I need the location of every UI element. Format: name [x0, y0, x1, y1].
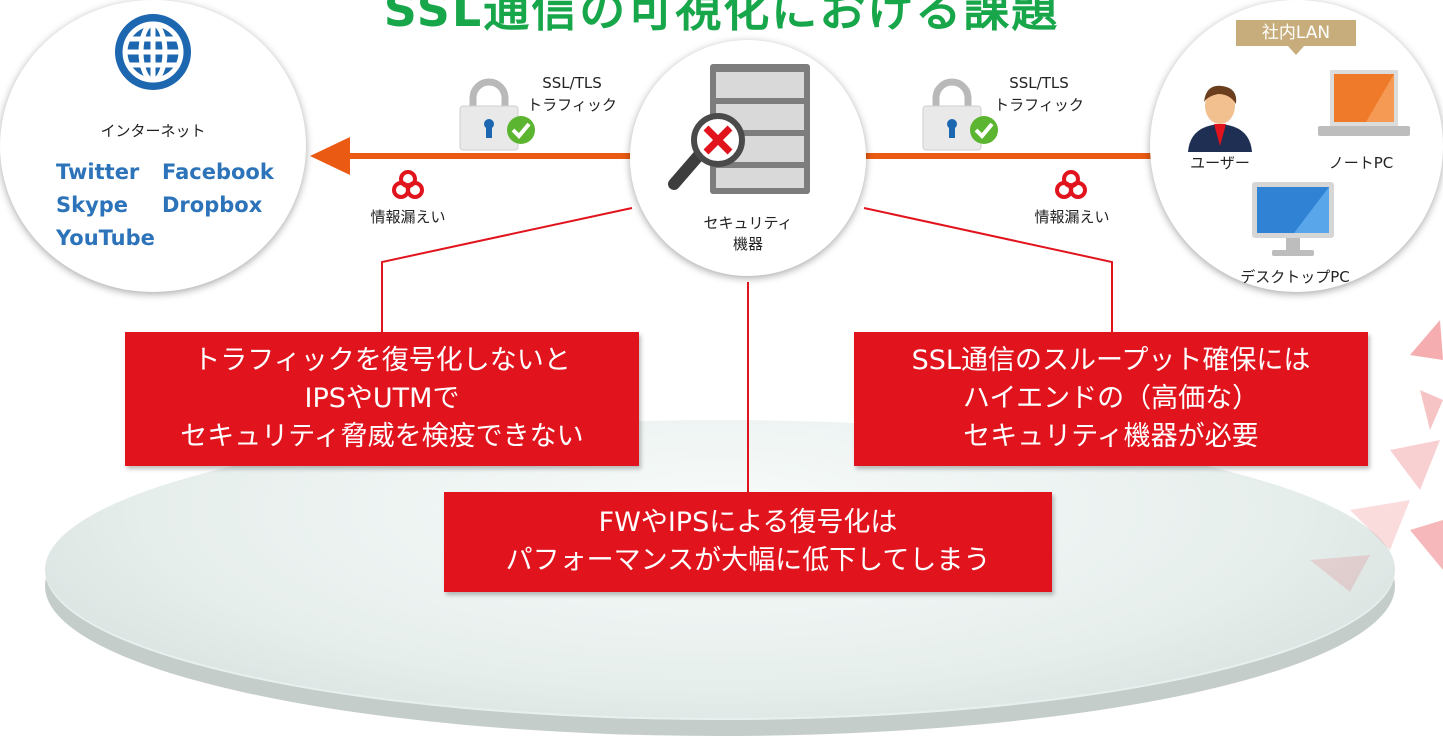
laptop-label: ノートPC: [1328, 154, 1394, 172]
lan-badge: 社内LAN: [1236, 20, 1356, 46]
security-device-label-1: セキュリティ: [703, 214, 793, 232]
service-facebook: Facebook: [162, 160, 274, 184]
server-icon: [710, 64, 810, 194]
left-traffic-label-2: トラフィック: [527, 96, 617, 114]
problem-bottom-line-1: FWやIPSによる復号化は: [598, 507, 898, 538]
problem-right-line-2: ハイエンドの（高価な）: [962, 383, 1260, 414]
laptop-icon: [1318, 70, 1410, 136]
left-arrowhead-icon: [310, 137, 350, 175]
problem-left-line-2: IPSやUTMで: [304, 383, 460, 414]
problem-right-line-3: セキュリティ機器が必要: [963, 421, 1259, 452]
problem-box-left: トラフィックを復号化しないと IPSやUTMで セキュリティ脅威を検疫できない: [125, 332, 639, 466]
security-device-label-2: 機器: [732, 235, 763, 253]
service-twitter: Twitter: [56, 160, 140, 184]
problem-left-line-1: トラフィックを復号化しないと: [193, 345, 571, 376]
desktop-pc-icon: [1252, 182, 1334, 256]
internet-label: インターネット: [100, 122, 206, 140]
internet-circle: インターネット Twitter Facebook Skype Dropbox Y…: [0, 0, 306, 292]
globe-icon: [115, 14, 191, 90]
magnifier-blocked-icon: [668, 113, 745, 190]
callout-line-right: [863, 207, 1113, 335]
problem-box-bottom: FWやIPSによる復号化は パフォーマンスが大幅に低下してしまう: [444, 492, 1052, 592]
page-title: SSL通信の可視化における課題: [383, 0, 1060, 37]
right-leak-label: 情報漏えい: [1034, 208, 1110, 226]
biohazard-icon-left: [392, 170, 424, 199]
biohazard-icon-right: [1055, 170, 1087, 199]
user-label: ユーザー: [1190, 154, 1250, 172]
service-youtube: YouTube: [56, 226, 155, 250]
right-traffic-label-2: トラフィック: [994, 96, 1084, 114]
problem-left-line-3: セキュリティ脅威を検疫できない: [180, 421, 584, 452]
problem-box-right: SSL通信のスループット確保には ハイエンドの（高価な） セキュリティ機器が必要: [854, 332, 1368, 466]
right-traffic-label-1: SSL/TLS: [1009, 74, 1069, 92]
callout-line-left: [381, 207, 633, 335]
desktop-label: デスクトップPC: [1240, 268, 1350, 286]
connector-lines: [310, 137, 1160, 492]
lock-check-icon-right: [922, 78, 998, 151]
service-dropbox: Dropbox: [162, 193, 263, 217]
problem-right-line-1: SSL通信のスループット確保には: [911, 345, 1311, 376]
left-leak-label: 情報漏えい: [370, 208, 446, 226]
service-skype: Skype: [56, 193, 129, 217]
user-icon: [1188, 85, 1252, 152]
decorative-pattern: [1310, 320, 1443, 592]
problem-bottom-line-2: パフォーマンスが大幅に低下してしまう: [505, 545, 991, 576]
left-traffic-label-1: SSL/TLS: [542, 74, 602, 92]
lock-check-icon-left: [459, 78, 535, 151]
lan-circle: 社内LAN ユーザー ノートPC デスクトップPC: [1150, 0, 1443, 292]
security-device-circle: セキュリティ 機器: [630, 40, 866, 276]
lan-badge-pointer: [1288, 46, 1304, 55]
